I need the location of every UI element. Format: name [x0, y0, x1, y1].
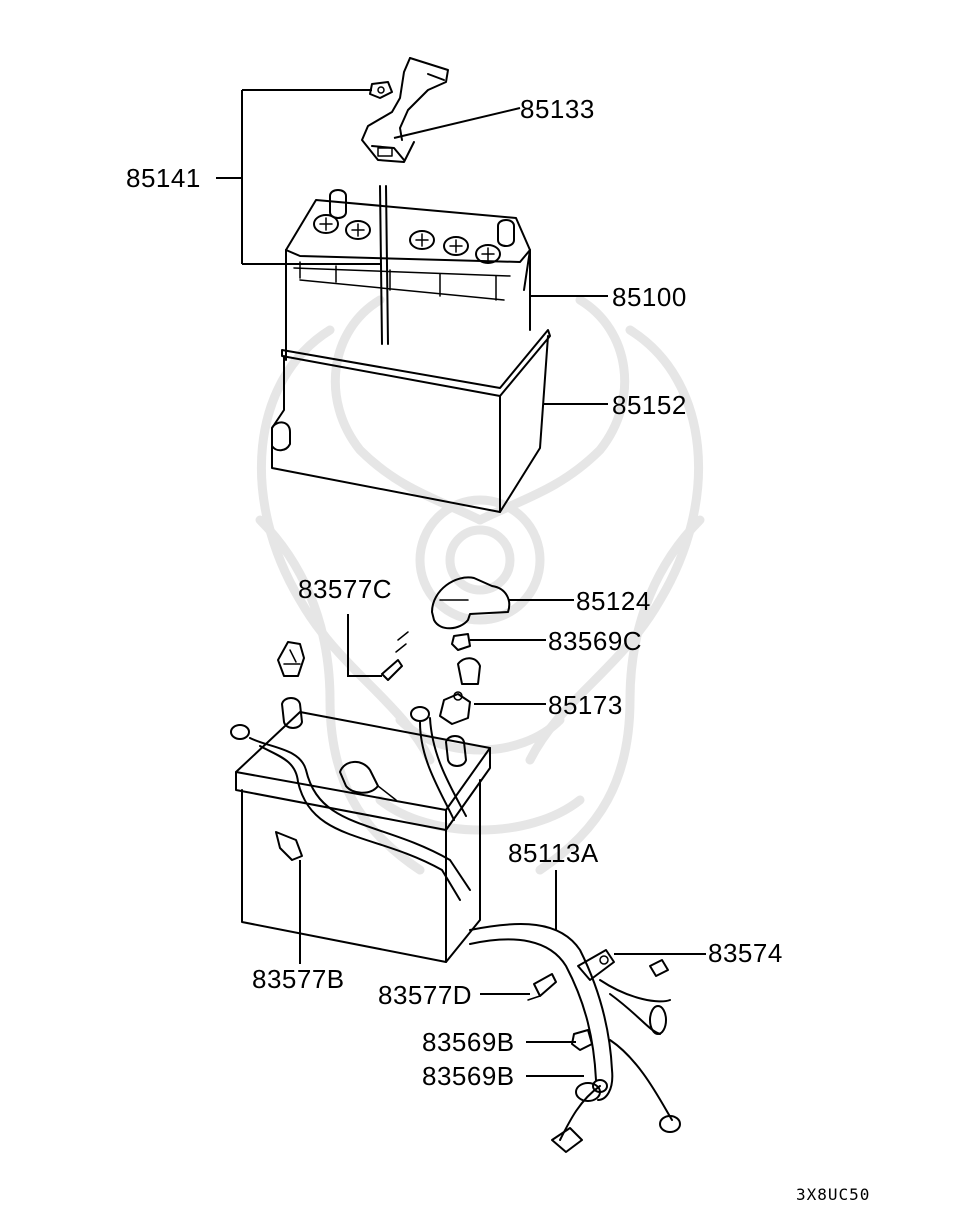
- bolt-83577B: [275, 831, 303, 861]
- part-label-83577B: 83577B: [252, 964, 345, 994]
- part-label-85152: 85152: [612, 390, 687, 420]
- terminal-clamp-85173: [439, 657, 481, 725]
- part-label-85124: 85124: [576, 586, 651, 616]
- part-label-83574: 83574: [708, 938, 783, 968]
- terminal-left: [277, 641, 305, 677]
- part-label-83569B: 83569B: [422, 1027, 515, 1057]
- part-label-83577C: 83577C: [298, 574, 392, 604]
- battery-tray-85152: [271, 329, 551, 513]
- bolt-83577C: [381, 631, 409, 681]
- part-labels: 85133 85141 85100 85152 83577C 85124 835…: [126, 94, 783, 1091]
- part-label-83577D: 83577D: [378, 980, 472, 1010]
- diagram-reference-code: 3X8UC50: [796, 1185, 870, 1204]
- part-label-83569C: 83569C: [548, 626, 642, 656]
- part-label-85141: 85141: [126, 163, 201, 193]
- lower-battery-outline: [230, 697, 491, 963]
- part-label-85113A: 85113A: [508, 838, 599, 868]
- cell-caps: [313, 214, 501, 264]
- battery-85100: [285, 185, 531, 361]
- part-label-85133: 85133: [520, 94, 595, 124]
- part-label-85100: 85100: [612, 282, 687, 312]
- part-label-83569B-2: 83569B: [422, 1061, 515, 1091]
- part-label-85173: 85173: [548, 690, 623, 720]
- nut-83569C: [451, 633, 471, 651]
- leader-lines: [216, 89, 706, 1077]
- battery-hold-down-clamp: [361, 57, 449, 163]
- clip-83574: [577, 949, 615, 981]
- clamp-nut: [369, 81, 393, 99]
- nut-83569B: [571, 1029, 593, 1051]
- terminal-cover-85124: [431, 576, 511, 630]
- bolt-83577D: [527, 973, 557, 1001]
